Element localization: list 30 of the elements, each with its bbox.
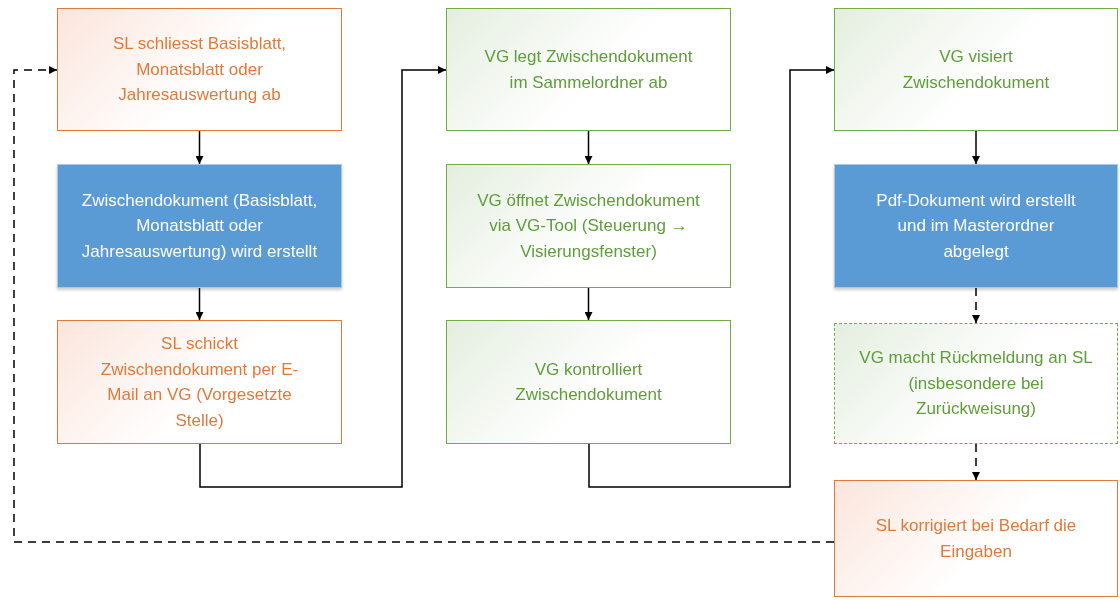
step-text: VG öffnet Zwischendokument via VG-Tool (Steuerung → Visierungsfenster) — [476, 189, 701, 263]
process-box — [57, 320, 342, 444]
step-text: VG macht Rückmeldung an SL (insbesondere bei Zurückweisung) — [858, 347, 1094, 421]
process-box — [834, 480, 1118, 597]
process-box — [446, 320, 731, 444]
process-box — [57, 8, 342, 131]
step-text: VG kontrolliert Zwischendokument — [514, 358, 663, 406]
arrow — [972, 443, 980, 481]
step-text: Zwischendokument (Basisblatt, Monatsblatt oder Jahresauswertung) wird erstellt — [80, 189, 319, 263]
step-text: SL korrigiert bei Bedarf die Eingaben — [874, 515, 1078, 563]
arrow — [195, 287, 204, 321]
process-box — [834, 8, 1118, 131]
step-text: VG visiert Zwischendokument — [901, 46, 1051, 94]
arrow — [584, 287, 593, 321]
arrow — [588, 66, 835, 488]
arrow — [13, 66, 835, 543]
process-box — [446, 8, 731, 131]
step-text: VG legt Zwischendokument im Sammelordner ab — [483, 46, 694, 94]
step-text: Pdf-Dokument wird erstellt und im Masterordner abgelegt — [875, 189, 1077, 263]
optional-process-box — [834, 323, 1118, 444]
document-box — [834, 164, 1118, 288]
process-box — [446, 164, 731, 288]
step-text: SL schickt Zwischendokument per E-Mail an VG (Vorgesetzte Stelle) — [99, 333, 300, 432]
arrow — [972, 287, 980, 324]
step-text: SL schliesst Basisblatt, Monatsblatt oder Jahresauswertung ab — [111, 33, 288, 107]
arrow — [199, 66, 447, 488]
arrow — [195, 130, 204, 165]
arrow — [584, 130, 593, 165]
arrow — [972, 130, 980, 165]
document-box — [57, 164, 342, 288]
